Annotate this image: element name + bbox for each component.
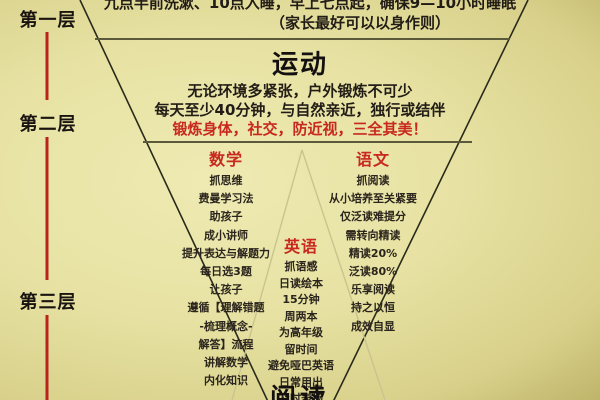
english-item: 为高年级 (279, 326, 323, 339)
math-item: 让孩子 (209, 283, 243, 297)
chinese-column: 语文 抓阅读 从小培养至关紧要 仅泛读难提分 需转向精读 精读20% 泛读80%… (329, 146, 417, 336)
chinese-item: 持之以恒 (351, 301, 395, 315)
math-title: 数学 (208, 150, 243, 169)
english-item: 15分钟 (282, 293, 320, 306)
chinese-title: 语文 (355, 150, 390, 169)
english-item: 避免哑巴英语 (268, 359, 334, 372)
chinese-item: 成效自显 (351, 319, 395, 333)
math-column: 数学 抓思维 费曼学习法 助孩子 成小讲师 提升表达与解题力 每日选3题 让孩子… (182, 146, 270, 390)
english-item: 周两本 (284, 309, 318, 323)
math-item: 遵循【理解错题 (187, 301, 265, 315)
layer-label-1: 第一层 (19, 10, 77, 31)
math-item: -梳理概念- (199, 319, 253, 333)
exercise-line-1: 无论环境多紧张，户外锻炼不可少 (187, 82, 413, 100)
chinese-item: 从小培养至关紧要 (329, 192, 417, 206)
chinese-item: 抓阅读 (356, 174, 390, 187)
math-item: 抓思维 (209, 174, 243, 187)
exercise-benefit-highlight: 锻炼身体，社交，防近视，三全其美！ (172, 120, 428, 138)
chinese-item: 泛读80% (348, 265, 398, 279)
chinese-item: 需转向精读 (345, 228, 401, 242)
math-item: 费曼学习法 (198, 192, 254, 206)
exercise-line-2: 每天至少40分钟，与自然亲近，独行或结伴 (154, 101, 446, 119)
english-column: 英语 抓语感 日读绘本 15分钟 周两本 为高年级 留时间 避免哑巴英语 日常用… (268, 233, 334, 400)
reading-title: 阅读 (269, 384, 331, 400)
sleep-schedule-text: 九点半前洗漱、10点入睡，早上七点起，确保9—10小时睡眠 (103, 0, 517, 12)
chinese-item: 精读20% (348, 246, 398, 260)
math-item: 助孩子 (209, 210, 243, 224)
english-item: 抓语感 (284, 260, 318, 273)
chinese-item: 乐享阅读 (351, 283, 395, 297)
math-item: 内化知识 (204, 374, 248, 388)
parent-example-note: （家长最好可以以身作则） (269, 14, 451, 32)
english-item: 留时间 (284, 342, 318, 356)
math-item: 每日选3题 (200, 265, 252, 279)
math-item: 讲解数学 (204, 356, 248, 370)
english-item: 日常用出 (279, 375, 323, 389)
english-item: 及时表扬 (279, 392, 323, 400)
math-item: 解答】流程 (198, 337, 254, 351)
exercise-title: 运动 (271, 50, 329, 80)
math-item: 提升表达与解题力 (182, 246, 270, 260)
chinese-item: 仅泛读难提分 (340, 210, 406, 224)
english-title: 英语 (283, 237, 318, 256)
math-item: 成小讲师 (204, 228, 248, 242)
layer-label-2: 第二层 (19, 114, 77, 135)
layer-label-3: 第三层 (19, 292, 77, 313)
english-item: 日读绘本 (279, 276, 323, 290)
